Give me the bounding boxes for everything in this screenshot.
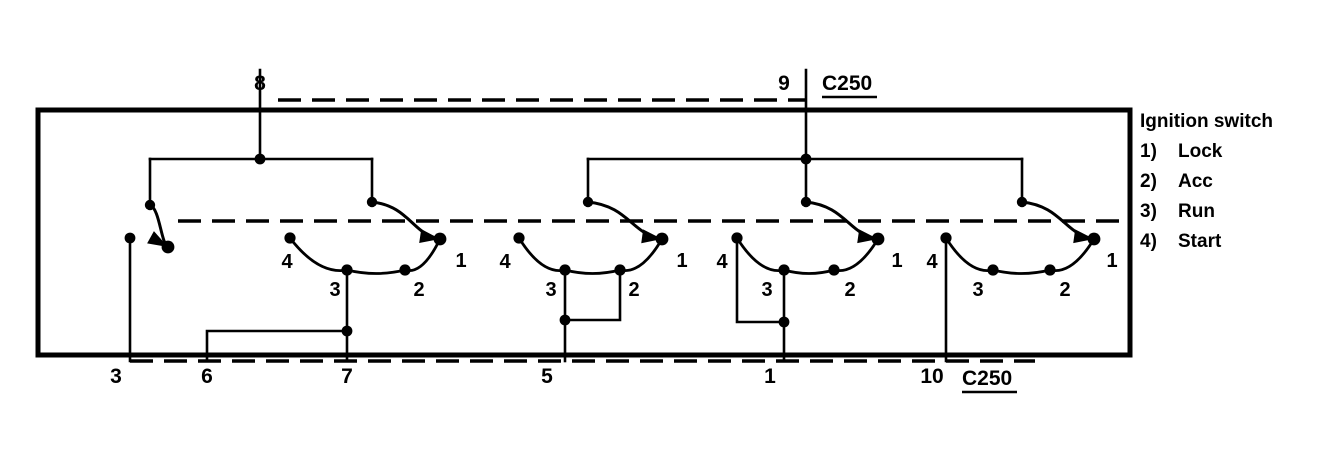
switch-group-4-contact-link-3-2 (782, 268, 836, 275)
switch-group-3-contact-label-3: 3 (545, 279, 556, 301)
switch-group-1-arm-tip-dot (161, 240, 175, 254)
switch-group-2-contact-dot-1 (434, 233, 446, 245)
switch-group-3-contact-link-4-3 (517, 236, 567, 272)
switch-group-2-contact-link-3-2 (345, 268, 407, 275)
bottom-terminal-label-3: 3 (110, 365, 122, 388)
switch-group-3-contact-link-3-2 (563, 268, 622, 275)
switch-group-3-contact-label-2: 2 (628, 279, 639, 301)
switch-group-5-contact-label-4: 4 (926, 251, 938, 273)
bottom-terminal-label-6: 6 (201, 365, 213, 388)
switch-group-4-contact-dot-2 (828, 264, 840, 276)
switch-group-5-contact-link-4-3 (944, 236, 995, 272)
switch-group-5-contact-label-2: 2 (1059, 279, 1070, 301)
switch-group-2-contact-label-1: 1 (455, 250, 466, 272)
legend-position-label-2: Acc (1178, 171, 1213, 192)
wire-group4-l-link (735, 236, 786, 324)
switch-group-4-pivot-dot (800, 196, 812, 208)
bottom-terminal-label-10: 10 (920, 365, 943, 388)
switch-group-5-contact-link-3-2 (991, 268, 1052, 275)
switch-group-5-pivot-dot (1016, 196, 1028, 208)
switch-group-2-contact-label-3: 3 (329, 279, 340, 301)
switch-group-2-contact-label-2: 2 (413, 279, 424, 301)
wire-terminal-6-jog (205, 329, 349, 363)
connector-bottom-label: C250 (962, 367, 1012, 390)
ignition-switch-body (35, 107, 1133, 358)
switch-group-2-contact-link-4-3 (288, 236, 349, 272)
legend-position-label-4: Start (1178, 231, 1222, 252)
switch-group-3-contact-dot-3 (559, 264, 571, 276)
top-terminal-label-9: 9 (778, 72, 790, 95)
switch-group-4-contact-label-4: 4 (716, 251, 728, 273)
switch-group-5-contact-dot-1 (1088, 233, 1100, 245)
top-terminal-label-8: 8 (254, 72, 266, 95)
legend-position-number-4: 4) (1140, 231, 1157, 252)
junction-busbar-right-tap (800, 153, 812, 165)
connector-top-label: C250 (822, 72, 872, 95)
switch-group-2-contact-dot-3 (341, 264, 353, 276)
switch-group-1-pivot-dot (144, 199, 156, 211)
junction-busbar-left-tap (254, 153, 266, 165)
switch-group-5-contact-dot-3 (987, 264, 999, 276)
wire-group3-u-link (563, 268, 622, 322)
switch-group-4-contact-dot-1 (872, 233, 884, 245)
switch-group-3-pivot-dot (582, 196, 594, 208)
junction-terminal-3-top (124, 232, 136, 244)
legend-position-number-1: 1) (1140, 141, 1157, 162)
legend-position-number-3: 3) (1140, 201, 1157, 222)
switch-group-5-contact-label-1: 1 (1106, 250, 1117, 272)
switch-group-5-contact-dot-4 (940, 232, 952, 244)
switch-group-5-contact-label-3: 3 (972, 279, 983, 301)
switch-group-4-contact-link-2-1 (832, 237, 880, 273)
switch-group-3-contact-link-2-1 (618, 237, 664, 273)
bottom-terminal-label-1: 1 (764, 365, 776, 388)
switch-group-4-contact-dot-3 (778, 264, 790, 276)
switch-group-4-contact-link-4-3 (735, 236, 786, 272)
legend-position-label-1: Lock (1178, 141, 1223, 162)
switch-group-2-contact-dot-2 (399, 264, 411, 276)
bottom-terminal-label-5: 5 (541, 365, 553, 388)
switch-group-4-contact-label-2: 2 (844, 279, 855, 301)
switch-group-4-contact-label-1: 1 (891, 250, 902, 272)
switch-group-5-contact-dot-2 (1044, 264, 1056, 276)
legend-title: Ignition switch (1140, 111, 1273, 132)
switch-group-2-contact-label-4: 4 (281, 251, 293, 273)
switch-group-3-contact-dot-4 (513, 232, 525, 244)
junction-terminal-7 (341, 325, 353, 337)
bottom-terminal-label-7: 7 (341, 365, 353, 388)
junction-terminal-1 (778, 316, 790, 328)
legend-position-label-3: Run (1178, 201, 1215, 222)
switch-group-3-contact-label-4: 4 (499, 251, 511, 273)
switch-group-1-arm-arrowhead (147, 231, 168, 247)
legend-position-number-2: 2) (1140, 171, 1157, 192)
switch-group-2-pivot-dot (366, 196, 378, 208)
switch-group-4-contact-dot-4 (731, 232, 743, 244)
switch-group-4-contact-label-3: 3 (761, 279, 772, 301)
switch-group-5-contact-link-2-1 (1048, 237, 1096, 273)
junction-terminal-5 (559, 314, 571, 326)
switch-group-2-contact-dot-4 (284, 232, 296, 244)
switch-group-3-contact-label-1: 1 (676, 250, 687, 272)
switch-group-2-contact-link-2-1 (403, 237, 442, 272)
switch-group-3-contact-dot-1 (656, 233, 668, 245)
switch-group-3-contact-dot-2 (614, 264, 626, 276)
